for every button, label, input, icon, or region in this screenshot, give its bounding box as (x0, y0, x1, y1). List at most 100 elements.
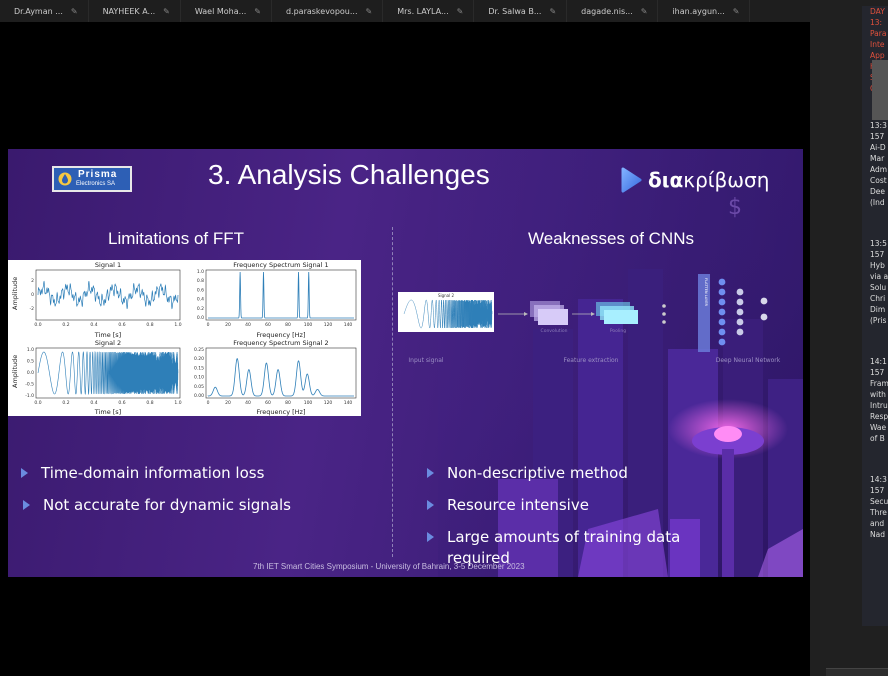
axis-tick-label: 120 (324, 400, 333, 406)
schedule-entry-line: Fram (870, 379, 888, 388)
right-column-title: Weaknesses of CNNs (528, 229, 694, 248)
drop-icon (58, 172, 72, 186)
fft-figure-svg: Signal 1 Frequency Spectrum Signal 1 Sig… (11, 261, 357, 416)
neuron-node (718, 328, 726, 336)
axis-tick-label: 0.8 (197, 278, 204, 284)
participant-tab[interactable]: Dr.Ayman ... ✎ (0, 0, 89, 22)
tab-label: d.paraskevopou... (285, 6, 358, 16)
axis-tick-label: 60 (265, 322, 271, 328)
axis-tick-label: 0.05 (194, 384, 204, 390)
axis-tick-label: 0.20 (194, 356, 204, 362)
neuron-node (736, 298, 744, 306)
spectrum2-line (207, 358, 354, 397)
axis-tick-label: 20 (225, 322, 231, 328)
pin-icon[interactable]: ✎ (163, 6, 170, 16)
diakrivosi-wordmark: διακρίβωση (648, 168, 769, 192)
time-axis-label: Time [s] (94, 331, 121, 339)
flatten-layer (698, 274, 710, 352)
participant-tab-strip: Dr.Ayman ... ✎ NAYHEEK A...✎ Wael Moha...… (0, 0, 810, 22)
freq-axis-label: Frequency [Hz] (256, 331, 305, 339)
participant-tab[interactable]: dagade.nis...✎ (567, 0, 659, 22)
svg-text:$: $ (728, 195, 742, 220)
neural-network-nodes (718, 278, 768, 346)
schedule-entry-line: 14:3 (870, 475, 887, 484)
bullet-text: Time-domain information loss (41, 464, 265, 482)
participant-tab[interactable]: Wael Moha... ✎ (181, 0, 272, 22)
schedule-entry-line: and (870, 519, 885, 528)
schedule-header-line: Inte (870, 40, 885, 49)
axis-tick-label: 0.6 (118, 400, 125, 406)
schedule-entry-line: 157 (870, 486, 885, 495)
bullet-item: Not accurate for dynamic signals (20, 495, 380, 516)
axis-tick-label: 0.10 (194, 375, 204, 381)
schedule-entry-line: Secu (870, 497, 888, 506)
scrollbar-thumb[interactable] (872, 60, 888, 120)
bullet-arrow-icon (427, 532, 434, 542)
amplitude-axis-label: Amplitude (11, 277, 19, 310)
feature-extraction-label: Feature extraction (563, 357, 618, 364)
flow-arrow-head (591, 312, 595, 316)
tab-label: Wael Moha... (194, 6, 247, 16)
pin-icon[interactable]: ✎ (549, 6, 557, 16)
schedule-entry-line: of B (870, 434, 885, 443)
participant-tab[interactable]: Dr. Salwa B...✎ (474, 0, 568, 22)
participant-tab[interactable]: d.paraskevopou... ✎ (272, 0, 384, 22)
left-bullet-list: Time-domain information loss Not accurat… (20, 463, 380, 527)
neuron-node (760, 297, 768, 305)
pin-icon[interactable]: ✎ (365, 6, 373, 16)
schedule-entry-line: with (870, 390, 886, 399)
schedule-entry-line: Cost (870, 176, 887, 185)
axis-tick-label: 0.15 (194, 365, 204, 371)
participant-tab[interactable]: ihan.aygun... ✎ (658, 0, 751, 22)
axis-tick-label: -1.0 (25, 393, 34, 399)
participant-tab[interactable]: NAYHEEK A...✎ (89, 0, 181, 22)
pin-icon[interactable]: ✎ (70, 6, 78, 16)
tab-label: Dr.Ayman ... (14, 6, 63, 16)
wordmark-light: κρίβωση (683, 168, 770, 192)
pin-icon[interactable]: ✎ (732, 6, 740, 16)
tab-label: ihan.aygun... (672, 6, 725, 16)
schedule-entry-line: Nad (870, 530, 885, 539)
schedule-entry-line: 157 (870, 368, 885, 377)
conv-label: Convolution (541, 328, 568, 334)
axis-tick-label: 0.6 (118, 322, 125, 328)
neuron-node (718, 338, 726, 346)
axis-tick-label: 120 (324, 322, 333, 328)
schedule-entry-line: via a (870, 272, 888, 281)
axis-tick-label: 0.8 (146, 400, 153, 406)
axis-tick-label: 0.4 (90, 322, 97, 328)
axis-tick-label: 0.4 (90, 400, 97, 406)
spectrum2-title: Frequency Spectrum Signal 2 (233, 339, 328, 347)
schedule-entry-line: Dim (870, 305, 886, 314)
bullet-text: Non-descriptive method (447, 464, 628, 482)
neuron-node (736, 288, 744, 296)
signal2-title: Signal 2 (95, 339, 121, 347)
bullet-item: Resource intensive (426, 495, 726, 516)
pin-icon[interactable]: ✎ (254, 6, 261, 16)
wordmark-bold: δια (648, 168, 684, 192)
axis-tick-label: 0.8 (146, 322, 153, 328)
participant-tab[interactable]: Mrs. LAYLA...✎ (383, 0, 475, 22)
pin-icon[interactable]: ✎ (640, 6, 648, 16)
bullet-text: Resource intensive (447, 496, 589, 514)
flow-arrow-head (524, 312, 528, 316)
slide-footer: 7th IET Smart Cities Symposium - Univers… (253, 562, 525, 571)
axis-tick-label: -2 (30, 306, 35, 312)
axis-tick-label: 100 (304, 322, 313, 328)
diakrivosi-logo: διακρίβωση (620, 167, 769, 193)
input-signal-label: Input signal (408, 357, 444, 364)
flatten-label: FLATTEN LAYER (704, 278, 708, 306)
schedule-entry-line: Mar (870, 154, 885, 163)
schedule-entry-line: Thre (870, 508, 887, 517)
bullet-item: Time-domain information loss (20, 463, 380, 484)
cnn-signal-title: Signal 2 (438, 293, 455, 298)
pin-icon[interactable]: ✎ (456, 6, 464, 16)
bullet-item: Non-descriptive method (426, 463, 726, 484)
axis-tick-label: -0.5 (25, 382, 34, 388)
axis-tick-label: 0.5 (27, 359, 34, 365)
axis-tick-label: 1.0 (197, 269, 204, 275)
